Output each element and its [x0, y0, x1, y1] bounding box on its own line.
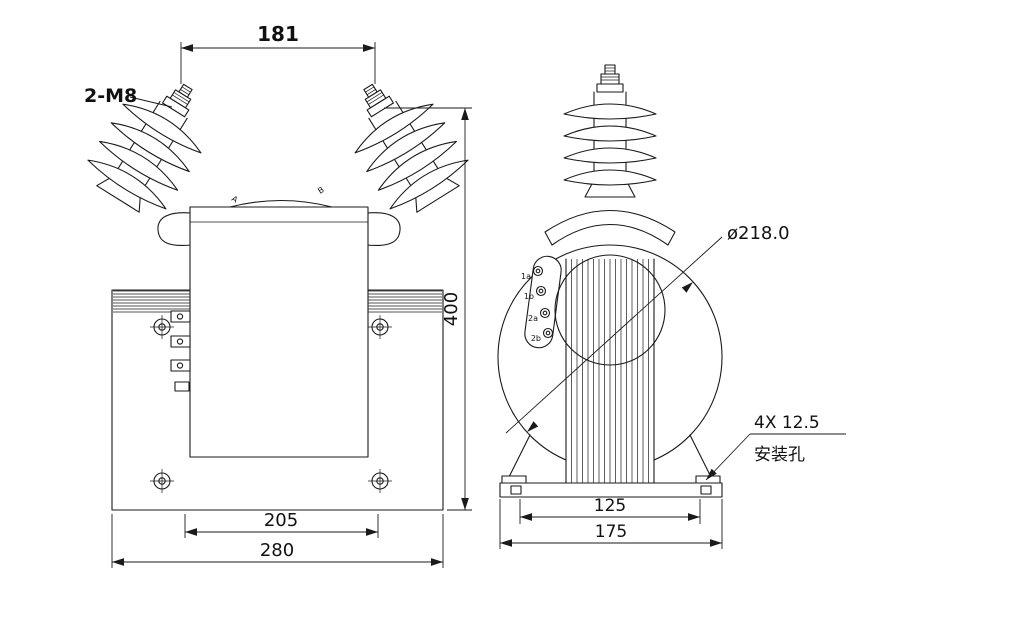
bushing-right — [328, 62, 478, 224]
mount-hole-spec-text: 4X 12.5 — [754, 413, 820, 433]
transformer-body — [189, 200, 369, 458]
dim-diameter-text: ø218.0 — [727, 223, 790, 244]
mounting-hole — [368, 469, 392, 493]
dim-height-text: 400 — [441, 292, 462, 326]
core-column — [554, 254, 666, 487]
side-view: 1a 1b 2a 2b — [497, 64, 846, 549]
winding-hatch — [565, 258, 655, 487]
mount-hole-caption-text: 安装孔 — [754, 445, 805, 465]
bushing-side — [563, 64, 657, 198]
dim-foot-hole-spacing: 125 — [519, 496, 701, 524]
dim-foot-spacing-text: 125 — [594, 496, 626, 516]
secondary-terminal-block: 1a 1b 2a 2b — [521, 255, 562, 349]
mounting-hole — [150, 315, 174, 339]
foot-hole-right — [700, 485, 712, 495]
foot-hole-left — [510, 485, 522, 495]
bushing-a-mark: A — [230, 194, 240, 205]
dim-terminal-spacing-text: 181 — [257, 22, 299, 46]
lifting-ear-left — [157, 212, 192, 247]
dim-base-width-front: 280 — [111, 514, 444, 568]
dim-side-base-width-text: 175 — [595, 522, 627, 542]
dim-diameter: ø218.0 — [505, 223, 790, 434]
dim-height: 400 — [384, 107, 472, 511]
top-clamp-band — [544, 210, 676, 246]
mounting-hole — [368, 315, 392, 339]
terminal-label-2a: 2a — [528, 314, 538, 323]
mounting-hole-callout: 4X 12.5 安装孔 — [705, 413, 846, 481]
terminal-label-1b: 1b — [524, 292, 534, 301]
bushing-b-mark: B — [316, 185, 325, 196]
secondary-terminal-strip — [170, 310, 191, 392]
mounting-hole — [150, 469, 174, 493]
lifting-ear-right — [366, 212, 401, 247]
front-view: A B — [78, 22, 478, 568]
dim-terminal-spacing: 181 — [180, 22, 376, 84]
base-side — [499, 434, 723, 498]
thread-label-text: 2-M8 — [84, 85, 137, 107]
terminal-label-2b: 2b — [531, 334, 541, 343]
dim-body-width: 205 — [184, 510, 379, 538]
terminal-label-1a: 1a — [521, 272, 531, 281]
dim-body-width-text: 205 — [264, 510, 298, 531]
thread-callout: 2-M8 — [84, 85, 173, 108]
mounting-holes-front — [150, 315, 392, 493]
dim-base-width-side: 175 — [499, 499, 723, 549]
dim-base-width-front-text: 280 — [260, 540, 294, 561]
